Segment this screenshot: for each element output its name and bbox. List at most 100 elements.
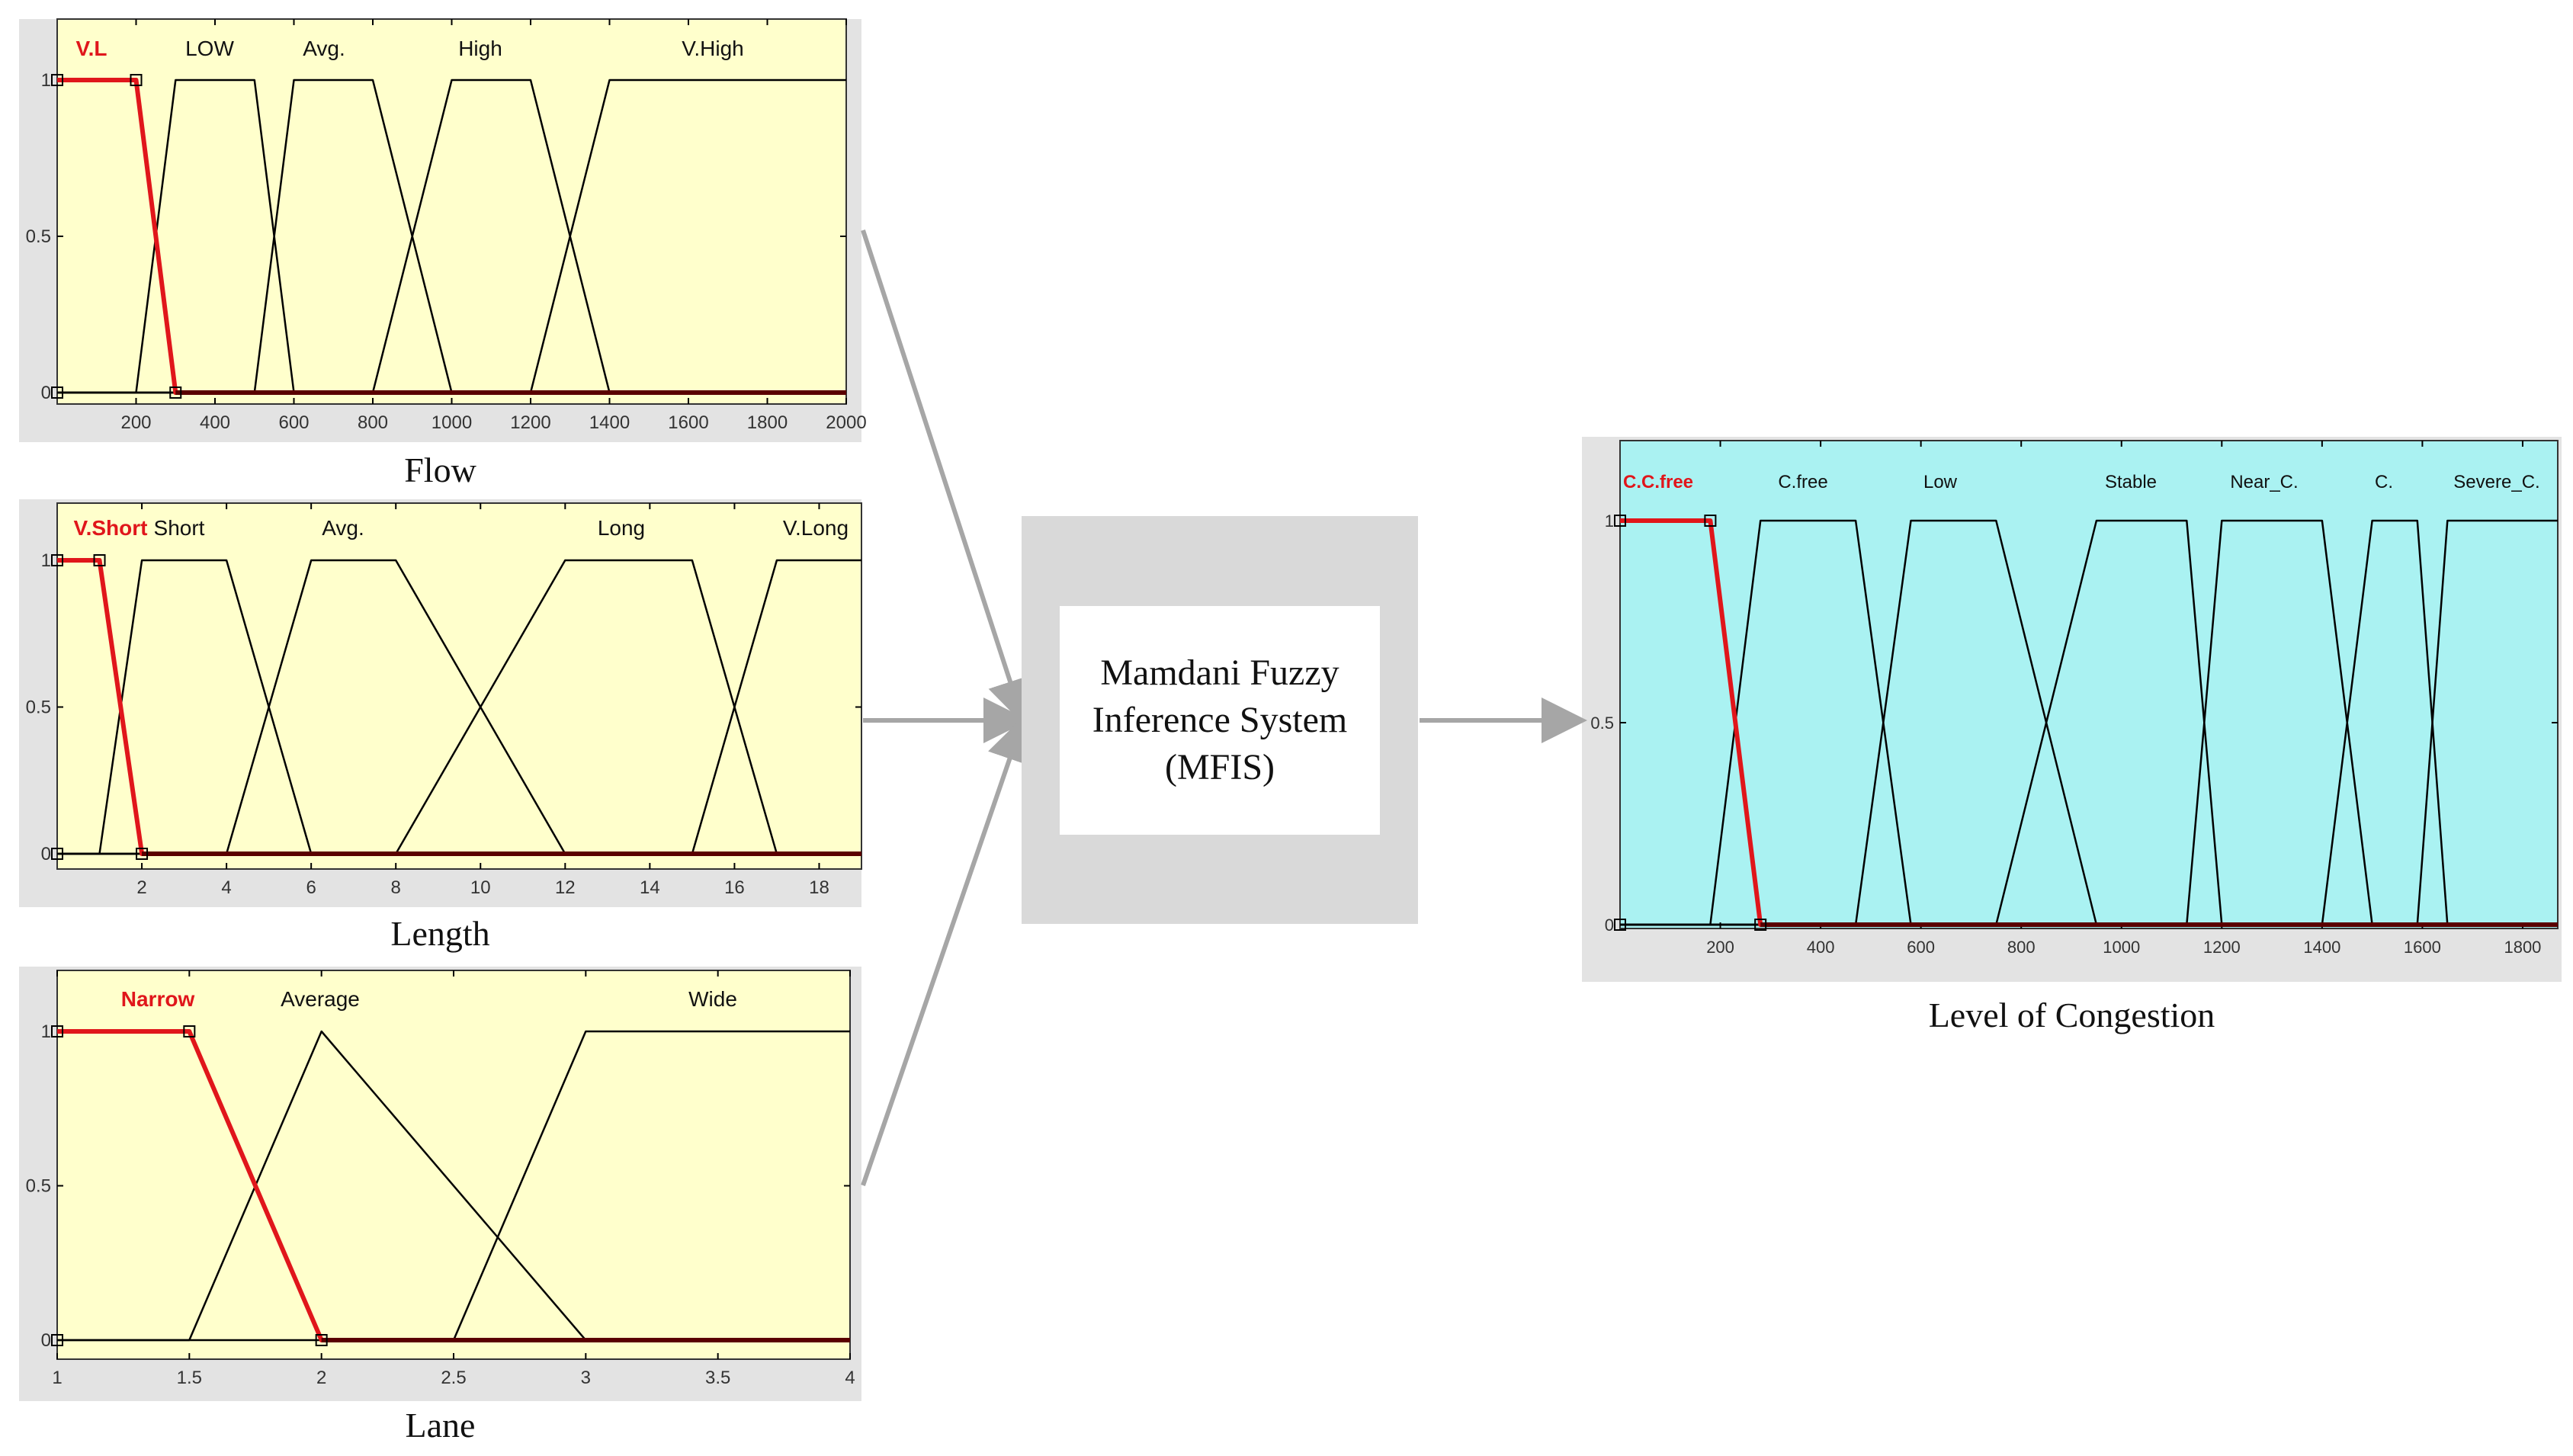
y-tick-label: 0	[41, 383, 51, 403]
mf-label: V.High	[682, 37, 743, 60]
mf-label: LOW	[185, 37, 234, 60]
mfis-line-2: Inference System	[1092, 700, 1348, 740]
x-tick-label: 800	[2007, 938, 2036, 957]
x-tick-label: 4	[221, 877, 231, 898]
y-tick-label: 1	[1605, 512, 1614, 531]
x-tick-label: 200	[1706, 938, 1734, 957]
x-tick-label: 200	[120, 412, 151, 433]
vertex-marker	[51, 848, 63, 860]
x-tick-label: 2.5	[441, 1368, 466, 1388]
x-tick-label: 2	[136, 877, 146, 898]
y-tick-label: 0.5	[26, 1176, 51, 1197]
x-tick-label: 400	[1807, 938, 1835, 957]
mfis-line-3: (MFIS)	[1164, 747, 1275, 787]
x-tick-label: 3	[581, 1368, 591, 1388]
mf-label: C.free	[1778, 472, 1827, 492]
x-tick-label: 3.5	[705, 1368, 730, 1388]
vertex-marker	[1614, 515, 1626, 527]
vertex-marker	[315, 1334, 328, 1346]
lane-to-mfis-arrow	[861, 715, 1031, 1186]
chart-svg-2: 0 0.5 1 1 1.5 2 2.5 3 3.5 4 Average Wide Narrow	[26, 970, 855, 1388]
x-tick-label: 8	[391, 877, 401, 898]
y-tick-label: 1	[41, 1021, 51, 1042]
x-tick-label: 800	[358, 412, 388, 433]
congestion-caption: Level of Congestion	[1928, 996, 2215, 1034]
mf-label: Avg.	[322, 516, 364, 540]
vertex-marker	[183, 1025, 196, 1037]
vertex-marker	[1614, 919, 1626, 931]
mfis-box: Mamdani Fuzzy Inference System (MFIS)	[1022, 516, 1418, 924]
mf-label: V.Long	[783, 516, 849, 540]
x-tick-label: 12	[555, 877, 576, 898]
mf-label: V.L	[76, 37, 107, 60]
plot-area	[56, 502, 862, 870]
x-tick-label: 400	[200, 412, 230, 433]
mfis-line-1: Mamdani Fuzzy	[1100, 653, 1339, 693]
x-tick-label: 1000	[2103, 938, 2140, 957]
mfis-label-box: Mamdani Fuzzy Inference System (MFIS)	[1060, 606, 1380, 835]
x-tick-label: 2	[316, 1368, 326, 1388]
flow-to-mfis-arrow	[861, 229, 1032, 726]
vertex-marker	[51, 554, 63, 566]
x-tick-label: 1200	[2203, 938, 2241, 957]
y-tick-label: 0	[41, 1330, 51, 1351]
mf-label: Wide	[688, 987, 737, 1011]
lane-caption: Lane	[405, 1406, 476, 1445]
vertex-marker	[1704, 515, 1717, 527]
mf-label: Stable	[2105, 472, 2157, 492]
y-tick-label: 0	[41, 844, 51, 864]
x-tick-label: 18	[809, 877, 829, 898]
y-tick-label: 0.5	[1590, 714, 1614, 733]
x-tick-label: 1600	[668, 412, 708, 433]
mf-label: V.Short	[74, 516, 148, 540]
x-tick-label: 14	[640, 877, 660, 898]
mf-label: Severe_C.	[2453, 472, 2539, 492]
x-tick-label: 1800	[747, 412, 788, 433]
y-tick-label: 1	[41, 550, 51, 571]
mf-label: Low	[1923, 472, 1958, 492]
x-tick-label: 600	[278, 412, 309, 433]
vertex-marker	[130, 74, 143, 86]
mf-line-wide	[57, 1030, 850, 1342]
vertex-marker	[51, 74, 63, 86]
y-tick-label: 0	[1605, 916, 1614, 935]
y-tick-label: 1	[41, 70, 51, 91]
x-tick-label: 600	[1907, 938, 1935, 957]
mf-label: Near_C.	[2230, 472, 2298, 492]
x-tick-label: 1	[52, 1368, 62, 1388]
mf-label: C.C.free	[1623, 472, 1693, 492]
mf-label: Long	[598, 516, 645, 540]
length-caption: Length	[390, 914, 490, 953]
mf-label: Narrow	[121, 987, 195, 1011]
vertex-marker	[51, 1025, 63, 1037]
vertex-marker	[93, 554, 106, 566]
x-tick-label: 1800	[2504, 938, 2541, 957]
vertex-marker	[51, 386, 63, 399]
x-tick-label: 6	[306, 877, 316, 898]
mf-label: High	[458, 37, 502, 60]
plot-area	[1619, 440, 2559, 929]
vertex-marker	[136, 848, 149, 860]
x-tick-label: 1600	[2404, 938, 2441, 957]
vertex-marker	[51, 1334, 63, 1346]
vertex-marker	[1754, 919, 1767, 931]
x-tick-label: 16	[724, 877, 745, 898]
x-tick-label: 1400	[589, 412, 630, 433]
x-tick-label: 1.5	[177, 1368, 202, 1388]
lane-chart-panel: 0 0.5 1 1 1.5 2 2.5 3 3.5 4 Average Wide Narrow	[19, 967, 861, 1401]
y-tick-label: 0.5	[26, 698, 51, 718]
x-tick-label: 4	[845, 1368, 855, 1388]
x-tick-label: 1000	[432, 412, 472, 433]
x-tick-label: 1200	[510, 412, 550, 433]
mf-label: Average	[281, 987, 360, 1011]
flow-caption: Flow	[404, 451, 476, 489]
mf-label: C.	[2375, 472, 2393, 492]
x-tick-label: 1400	[2303, 938, 2340, 957]
